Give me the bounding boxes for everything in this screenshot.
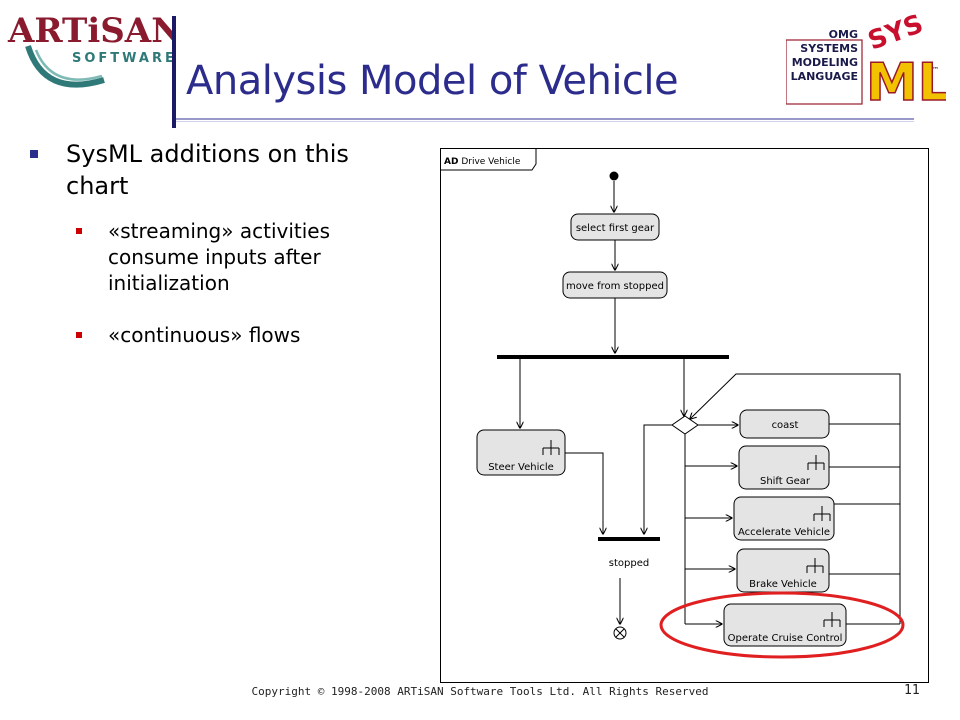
sysml-mark-top: SYS bbox=[864, 10, 927, 57]
activity-final-cross bbox=[615, 628, 625, 638]
footer-copyright: Copyright © 1998-2008 ARTiSAN Software T… bbox=[251, 685, 709, 698]
omg-logo-line-2: SYSTEMS bbox=[800, 42, 858, 55]
fork-bar bbox=[497, 355, 729, 359]
action-operate-cruise-control bbox=[723, 603, 847, 647]
title-underline-shadow bbox=[176, 121, 914, 122]
flow-merge-to-join bbox=[644, 424, 672, 534]
artisan-logo: ARTiSAN SOFTWARE bbox=[7, 11, 172, 88]
omg-sysml-logo: OMG SYSTEMS MODELING LANGUAGE SYS ML ™ bbox=[786, 10, 946, 110]
sysml-mark-main: ML bbox=[866, 53, 946, 110]
action-label-coast: coast bbox=[772, 420, 799, 431]
rake-icon bbox=[807, 455, 825, 470]
logo-swoosh-1 bbox=[25, 45, 105, 88]
bullet-sub-streaming: «streaming» activities consume inputs af… bbox=[76, 218, 396, 296]
rake-icon bbox=[542, 440, 560, 455]
action-label-select-first-gear: select first gear bbox=[576, 223, 655, 234]
highlight-ellipse bbox=[659, 591, 905, 659]
logo-software-text: SOFTWARE bbox=[72, 51, 172, 66]
action-label-move-from-stopped: move from stopped bbox=[566, 281, 664, 292]
bullet-sub-text: «continuous» flows bbox=[108, 323, 301, 347]
action-label-steer-vehicle: Steer Vehicle bbox=[488, 462, 554, 473]
rake-icon bbox=[813, 506, 831, 521]
diagram-frame-label: AD Drive Vehicle bbox=[444, 157, 521, 167]
stopped-guard-label: stopped bbox=[609, 558, 649, 569]
logo-artisan-text: ARTiSAN bbox=[7, 11, 172, 51]
rake-icon bbox=[806, 558, 824, 573]
join-bar bbox=[598, 537, 660, 541]
page-number: 11 bbox=[904, 683, 920, 698]
action-label-accelerate-vehicle: Accelerate Vehicle bbox=[738, 527, 830, 538]
initial-node bbox=[609, 171, 619, 181]
action-label-shift-gear: Shift Gear bbox=[760, 476, 811, 487]
omg-logo-line-4: LANGUAGE bbox=[791, 70, 858, 83]
omg-logo-box bbox=[786, 39, 863, 105]
page-title: Analysis Model of Vehicle bbox=[186, 58, 679, 104]
bullet-sub-text: «streaming» activities consume inputs af… bbox=[108, 219, 331, 295]
activity-diagram: AD Drive Vehicle select first gear move … bbox=[440, 148, 929, 683]
title-divider-vertical bbox=[172, 16, 176, 128]
title-underline bbox=[176, 118, 914, 120]
action-accelerate-vehicle bbox=[733, 496, 835, 541]
action-label-operate-cruise-control: Operate Cruise Control bbox=[728, 633, 843, 644]
flow-steer-to-join bbox=[565, 452, 603, 534]
sysml-trademark: ™ bbox=[932, 66, 939, 74]
rake-icon bbox=[823, 612, 841, 627]
bullet-main-text: SysML additions on this chart bbox=[66, 140, 349, 200]
flow-loop-back-to-merge bbox=[690, 373, 901, 624]
diagram-frame-tab bbox=[440, 148, 537, 171]
omg-logo-line-1: OMG bbox=[829, 28, 858, 41]
logo-swoosh-2 bbox=[34, 49, 103, 81]
omg-logo-line-3: MODELING bbox=[792, 56, 858, 69]
bullet-main: SysML additions on this chart bbox=[30, 138, 410, 202]
bullet-sub-continuous: «continuous» flows bbox=[76, 322, 396, 348]
action-label-brake-vehicle: Brake Vehicle bbox=[749, 579, 817, 590]
